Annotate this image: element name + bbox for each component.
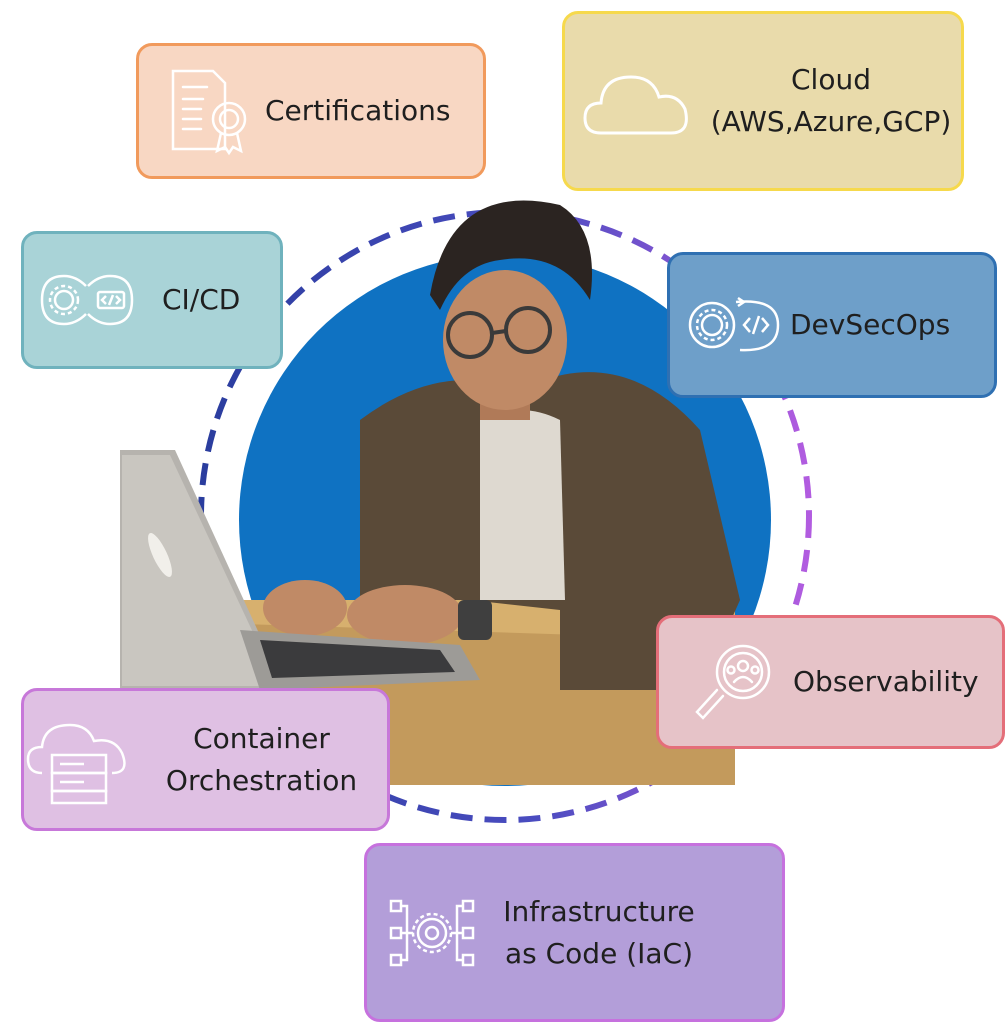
cloud-icon	[581, 63, 693, 139]
cicd-label: CI/CD	[162, 283, 241, 316]
container-orchestration-card: Container Orchestration	[21, 688, 390, 831]
gear-code-cycle-icon	[684, 294, 784, 356]
cloud-label-line2: (AWS,Azure,GCP)	[710, 105, 952, 138]
devsecops-card: DevSecOps	[667, 252, 997, 398]
cloud-label: Cloud (AWS,Azure,GCP)	[701, 59, 961, 143]
observability-card: Observability	[656, 615, 1005, 749]
certifications-card: Certifications	[136, 43, 486, 179]
iac-label-line1: Infrastructure	[503, 894, 695, 928]
devsecops-label: DevSecOps	[790, 308, 951, 341]
iac-card: Infrastructure as Code (IaC)	[364, 843, 785, 1022]
glasses	[446, 306, 552, 359]
gear-code-loop-icon	[36, 272, 138, 328]
certifications-label: Certifications	[265, 94, 451, 127]
certificate-icon	[161, 65, 253, 157]
observability-label: Observability	[793, 665, 979, 698]
cloud-server-icon	[26, 715, 132, 805]
cicd-card: CI/CD	[21, 231, 283, 369]
cloud-card: Cloud (AWS,Azure,GCP)	[562, 11, 964, 191]
person-face	[443, 270, 567, 410]
person-hair	[430, 200, 592, 310]
container-label: Container Orchestration	[136, 718, 387, 802]
iac-label-line2: as Code (IaC)	[504, 936, 694, 970]
gear-network-icon	[389, 897, 475, 969]
container-label-line1: Container	[193, 721, 330, 755]
container-label-line2: Orchestration	[165, 763, 358, 797]
cloud-label-line1: Cloud	[791, 63, 871, 96]
iac-label: Infrastructure as Code (IaC)	[489, 891, 709, 975]
magnifier-people-icon	[693, 640, 777, 724]
